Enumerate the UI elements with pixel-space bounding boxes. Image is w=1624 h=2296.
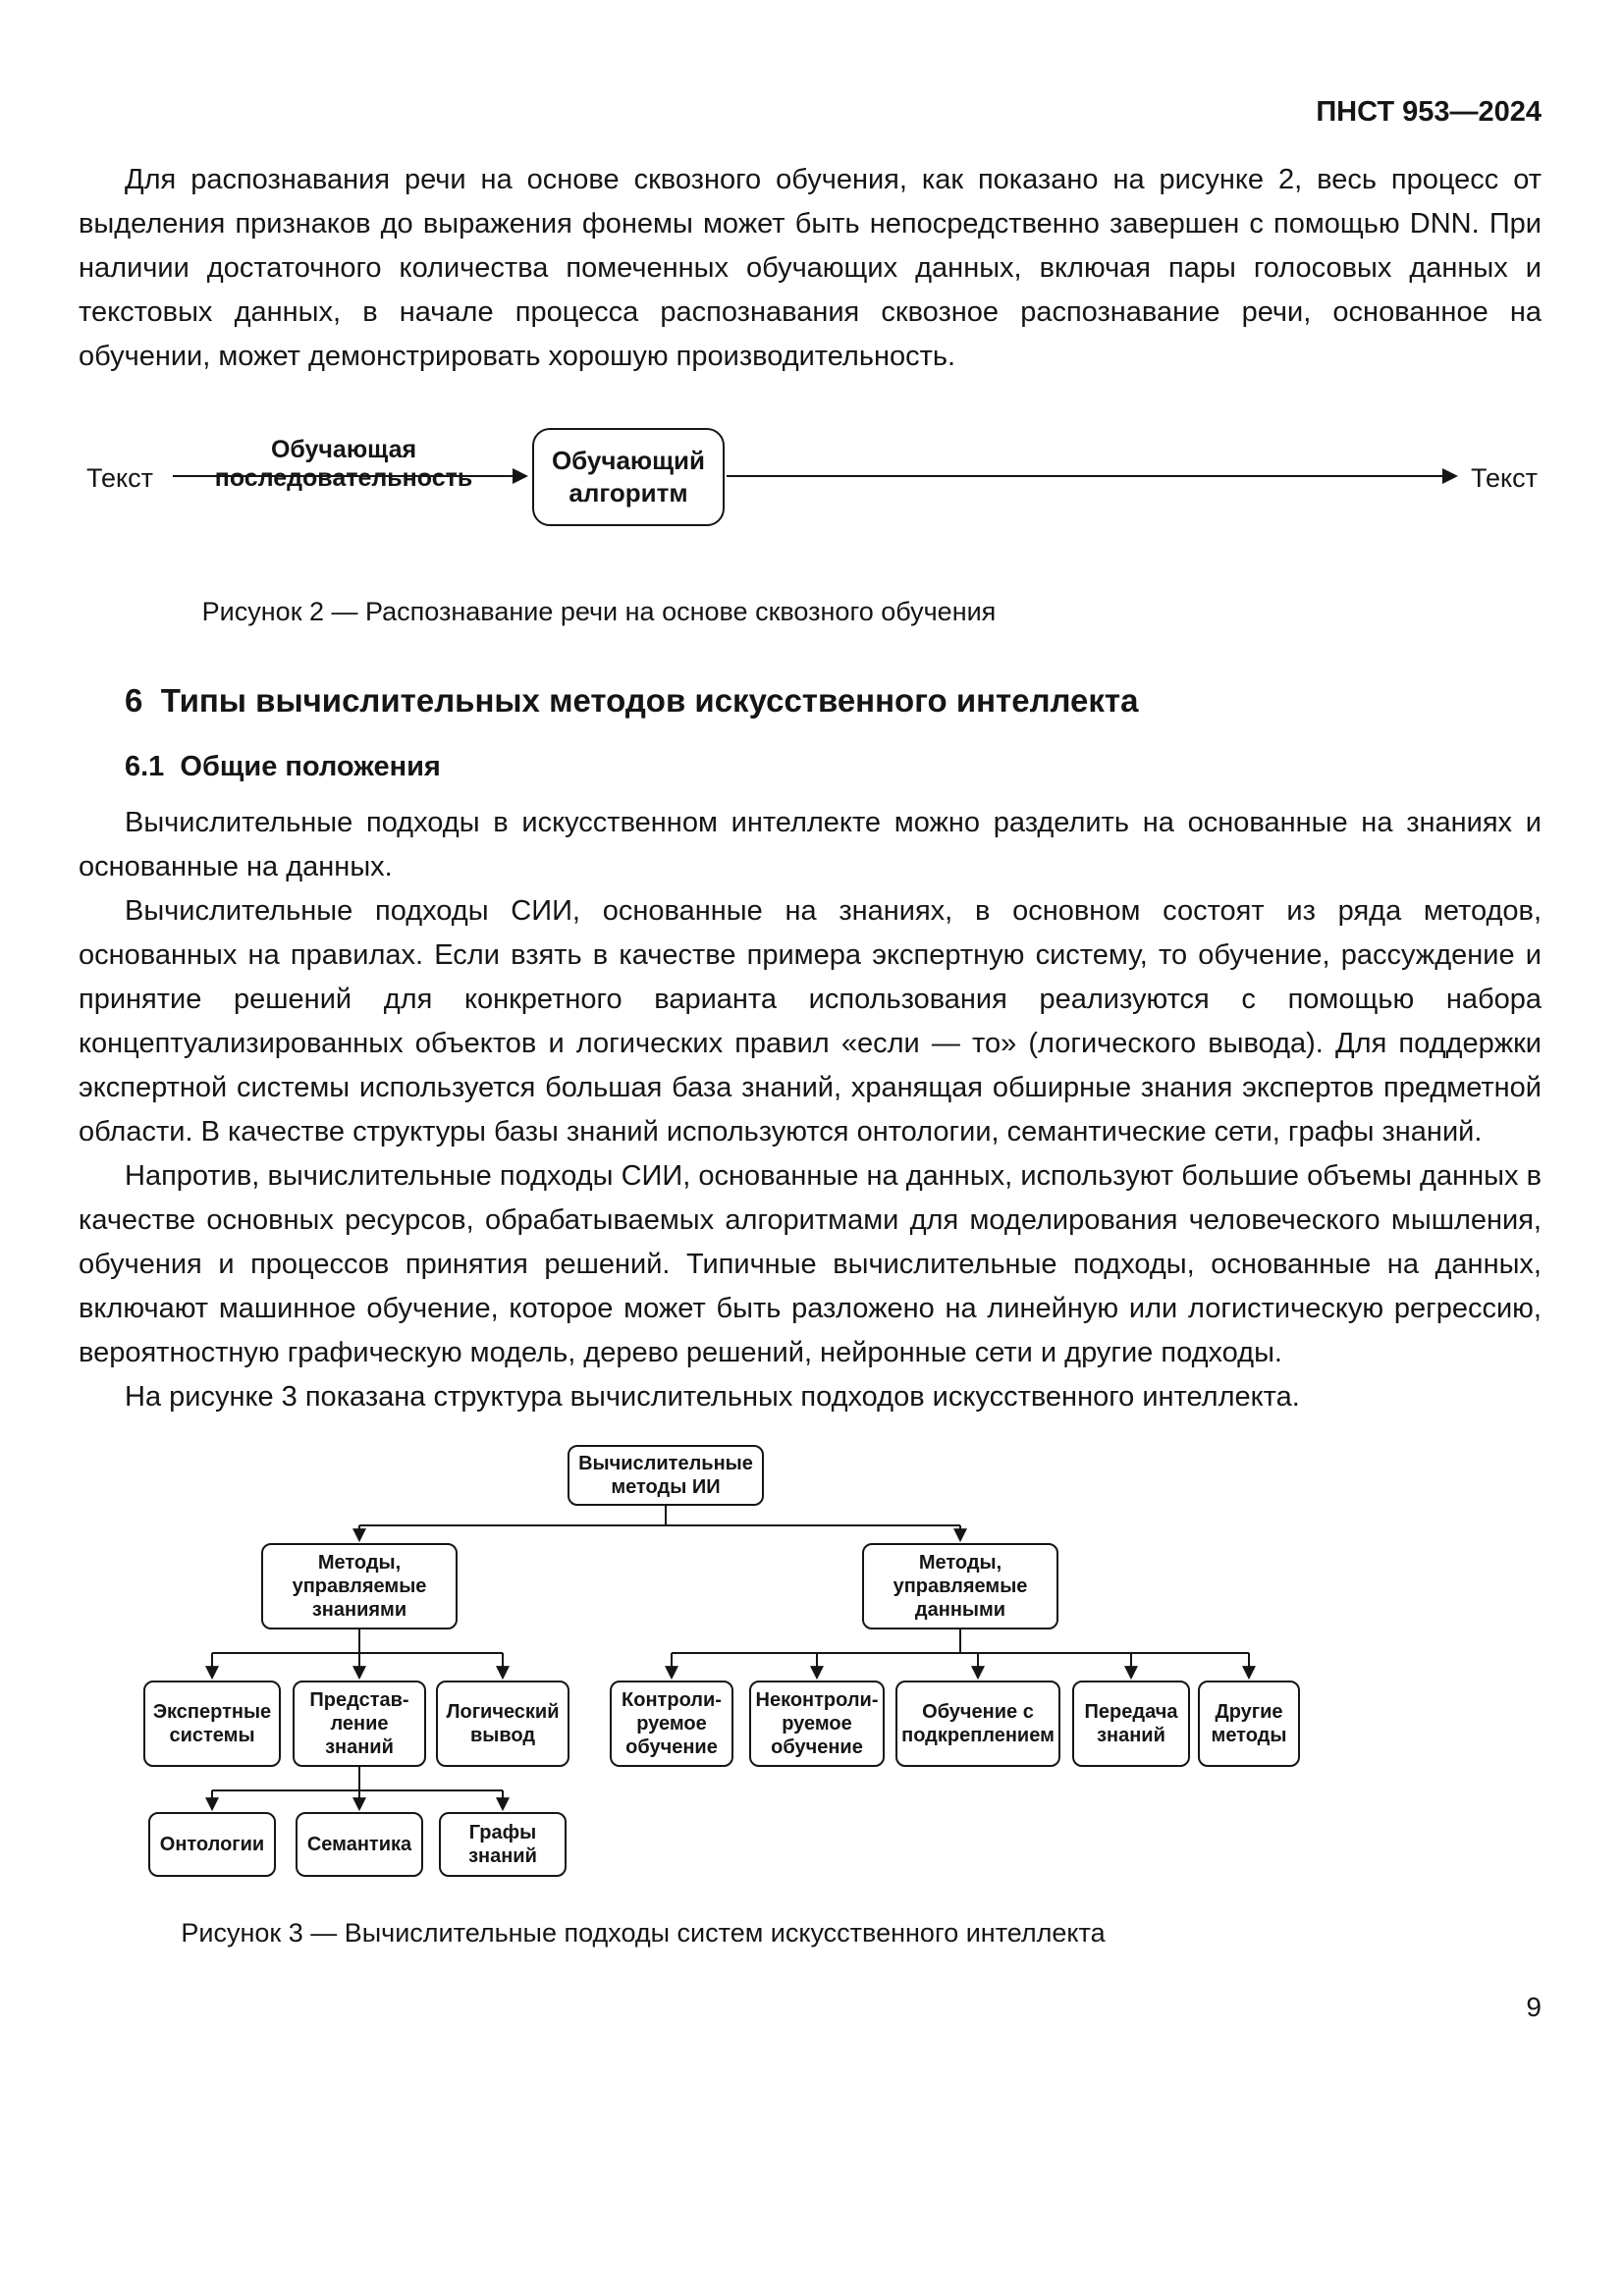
paragraph-figure3-intro: На рисунке 3 показана структура вычислит… (125, 1381, 1300, 1413)
figure-2: Текст Обучающая последовательность Обуча… (79, 416, 1542, 563)
paragraph-knowledge-driven: Вычислительные подходы СИИ, основанные н… (79, 895, 1542, 1148)
figure-3-ai-methods-tree: Вычислительные методы ИИ Методы, управля… (135, 1445, 1314, 1889)
tree-node-logical-inference: Логический вывод (436, 1681, 569, 1767)
paragraph-data-driven: Напротив, вычислительные подходы СИИ, ос… (79, 1160, 1542, 1368)
tree-node-unsupervised-learning: Неконтроли- руемое обучение (749, 1681, 885, 1767)
tree-node-knowledge-driven-methods: Методы, управляемые знаниями (261, 1543, 458, 1629)
figure2-right-text-label: Текст (1471, 463, 1538, 493)
tree-node-other-methods: Другие методы (1198, 1681, 1300, 1767)
figure-3-caption: Рисунок 3 — Вычислительные подходы систе… (181, 1918, 1106, 1948)
figure2-training-sequence-label: Обучающая последовательность (214, 436, 473, 492)
tree-node-computational-methods: Вычислительные методы ИИ (568, 1445, 764, 1506)
page-number: 9 (1526, 1992, 1542, 2022)
tree-node-supervised-learning: Контроли- руемое обучение (610, 1681, 733, 1767)
figure-2-caption: Рисунок 2 — Распознавание речи на основе… (201, 597, 997, 626)
subsection-heading: 6.1 Общие положения (125, 751, 441, 782)
tree-node-data-driven-methods: Методы, управляемые данными (862, 1543, 1058, 1629)
section-heading: 6 Типы вычислительных методов искусствен… (125, 682, 1139, 719)
document-code: ПНСТ 953—2024 (1316, 96, 1542, 128)
tree-node-knowledge-graphs: Графы знаний (439, 1812, 567, 1877)
tree-node-transfer-learning: Передача знаний (1072, 1681, 1190, 1767)
tree-node-expert-systems: Экспертные системы (143, 1681, 281, 1767)
figure2-arrow-right (727, 468, 1458, 484)
tree-node-knowledge-representation: Представ- ление знаний (293, 1681, 426, 1767)
figure2-left-text-label: Текст (86, 463, 153, 493)
paragraph-intro: Для распознавания речи на основе сквозно… (79, 164, 1542, 372)
paragraph-approaches: Вычислительные подходы в искусственном и… (79, 807, 1542, 882)
figure2-arrow-left (173, 468, 528, 484)
tree-node-ontologies: Онтологии (148, 1812, 276, 1877)
tree-node-semantics: Семантика (296, 1812, 423, 1877)
tree-node-reinforcement-learning: Обучение с подкреплением (895, 1681, 1060, 1767)
tree-connector-lines (205, 1506, 1256, 1812)
figure2-training-algorithm-box: Обучающий алгоритм (532, 428, 725, 526)
